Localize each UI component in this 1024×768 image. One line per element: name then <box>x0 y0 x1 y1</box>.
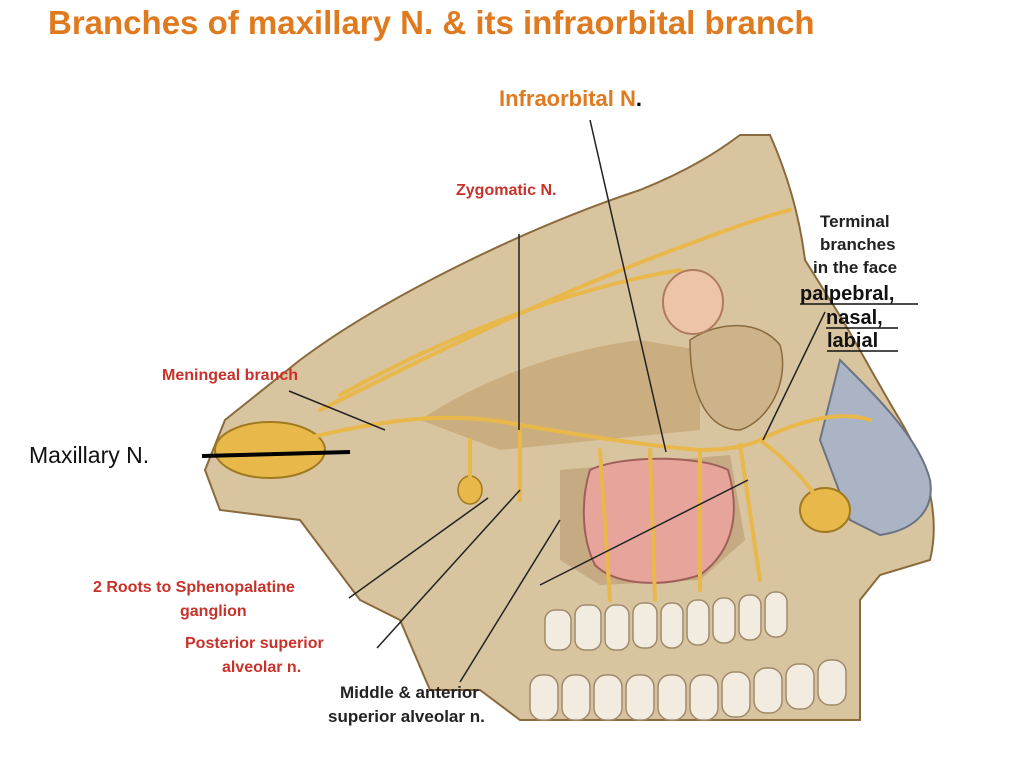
infraorbital-label: Infraorbital N. <box>499 86 642 112</box>
labial-label: labial <box>827 330 878 352</box>
infraorbital-label-dot: . <box>635 86 643 111</box>
infraorbital-label-text: Infraorbital N <box>499 86 636 111</box>
slide-title: Branches of maxillary N. & its infraorbi… <box>48 4 815 41</box>
maxillary-label: Maxillary N. <box>29 442 150 468</box>
palpebral-label: palpebral, <box>800 283 894 305</box>
nerve-paths <box>298 208 872 602</box>
nasal-label: nasal, <box>826 307 883 329</box>
zygomatic-label: Zygomatic N. <box>456 182 556 199</box>
masa-label-1: Middle & anterior <box>340 683 479 702</box>
terminal-label-1: Terminal <box>820 212 890 231</box>
psa-label-2: alveolar n. <box>222 659 301 676</box>
terminal-underlines <box>800 303 918 352</box>
roots-label-1: 2 Roots to Sphenopalatine <box>93 579 295 596</box>
psa-label-1: Posterior superior <box>185 635 324 652</box>
roots-label-2: ganglion <box>180 603 247 620</box>
masa-label-2: superior alveolar n. <box>328 707 485 726</box>
maxillary-pointer <box>201 450 351 458</box>
terminal-label-3: in the face <box>813 258 897 277</box>
leader-lines <box>288 119 826 683</box>
meningeal-label: Meningeal branch <box>162 367 298 384</box>
terminal-label-2: branches <box>820 235 896 254</box>
